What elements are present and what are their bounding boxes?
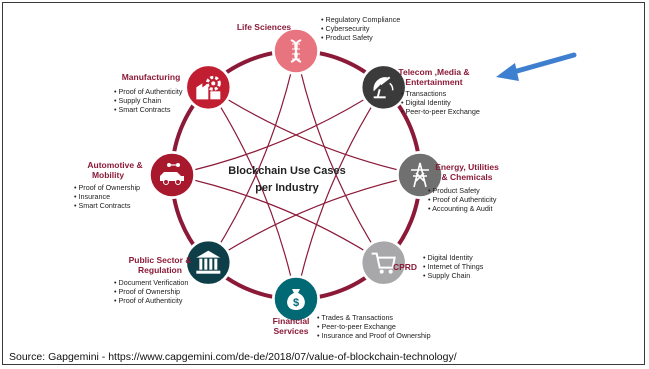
bullet: • Proof of Authenticity — [428, 195, 497, 204]
connector-line — [207, 50, 297, 264]
bullet: • Digital Identity — [401, 98, 451, 107]
svg-text:$: $ — [293, 297, 299, 309]
money-bag-icon: $ — [287, 289, 305, 310]
telecom-bullets: • Transactions • Digital Identity • Peer… — [401, 89, 480, 116]
connector-line — [171, 86, 385, 176]
bullet: • Insurance — [74, 192, 110, 201]
connector-line — [207, 86, 297, 300]
bullet: • Supply Chain — [114, 96, 161, 105]
bullet: • Regulatory Compliance — [321, 15, 400, 24]
node-circle — [397, 152, 443, 198]
dna-icon — [290, 39, 302, 63]
center-title-line-1: Blockchain Use Cases — [228, 165, 345, 177]
bullet: • Transactions — [401, 89, 447, 98]
bullet: • Proof of Ownership — [74, 183, 140, 192]
factory-gear-icon — [196, 75, 221, 100]
bullet: • Internet of Things — [423, 262, 484, 271]
bullet: • Proof of Authenticity — [114, 87, 183, 96]
node-circle — [185, 239, 232, 286]
energy-title-line-2: & Chemicals — [441, 172, 492, 182]
node-circle — [360, 239, 407, 286]
automotive-title-line-2: Mobility — [92, 170, 124, 180]
public-sector-bullets: • Document Verification • Proof of Owner… — [114, 278, 188, 305]
life-sciences-title: Life Sciences — [237, 22, 292, 32]
manufacturing-bullets: • Proof of Authenticity • Supply Chain •… — [114, 87, 183, 114]
cprd-node — [359, 238, 408, 287]
government-building-icon — [196, 250, 221, 274]
life-sciences-bullets: • Regulatory Compliance • Cybersecurity … — [321, 15, 400, 42]
shopping-cart-icon — [371, 252, 396, 274]
public-sector-title-line-2: Regulation — [138, 265, 182, 275]
connector-line — [171, 174, 385, 264]
telecom-title-line-2: Entertainment — [405, 77, 462, 87]
cprd-title: CPRD — [393, 262, 417, 272]
energy-bullets: • Product Safety • Proof of Authenticity… — [428, 186, 497, 213]
connector-lines — [171, 50, 421, 300]
connector-line — [207, 86, 421, 176]
telecom-node — [359, 63, 408, 112]
manufacturing-node — [184, 63, 233, 112]
financial-title-line-2: Services — [274, 326, 309, 336]
bullet: • Insurance and Proof of Ownership — [317, 331, 431, 340]
bullet: • Smart Contracts — [114, 105, 171, 114]
bullet: • Smart Contracts — [74, 201, 131, 210]
bullet: • Proof of Ownership — [114, 287, 180, 296]
bullet: • Product Safety — [428, 186, 480, 195]
energy-node — [396, 151, 444, 199]
manufacturing-title: Manufacturing — [122, 72, 181, 82]
public-sector-title-line-1: Public Sector & — [129, 255, 192, 265]
power-tower-icon — [411, 162, 429, 188]
financial-node: $ — [272, 275, 320, 323]
center-title-line-2: per Industry — [255, 182, 319, 194]
node-circle — [360, 64, 407, 111]
automotive-bullets: • Proof of Ownership • Insurance • Smart… — [74, 183, 140, 210]
bullet: • Peer-to-peer Exchange — [401, 107, 480, 116]
life-sciences-node — [272, 27, 320, 75]
financial-bullets: • Trades & Transactions • Peer-to-peer E… — [317, 313, 431, 340]
connector-line — [207, 174, 421, 264]
connector-line — [295, 86, 385, 300]
energy-title-line-1: Energy, Utilities — [435, 162, 499, 172]
automotive-title-line-1: Automotive & — [87, 160, 142, 170]
bullet: • Product Safety — [321, 33, 373, 42]
bullet: • Proof of Authenticity — [114, 296, 183, 305]
bullet: • Document Verification — [114, 278, 188, 287]
slide-border — [2, 2, 645, 365]
source-citation: Source: Gapgemini - https://www.capgemin… — [9, 351, 457, 363]
connector-line — [295, 50, 385, 264]
bullet: • Cybersecurity — [321, 24, 370, 33]
financial-title-line-1: Financial — [273, 316, 310, 326]
cprd-bullets: • Digital Identity • Internet of Things … — [423, 253, 484, 280]
bullet: • Digital Identity — [423, 253, 473, 262]
satellite-dish-icon — [373, 76, 394, 99]
public-sector-node — [184, 238, 233, 287]
automotive-node — [148, 151, 196, 199]
bullet: • Trades & Transactions — [317, 313, 393, 322]
telecom-title-line-1: Telecom ,Media & — [398, 67, 469, 77]
highlight-arrow-icon — [496, 52, 577, 81]
bullet: • Peer-to-peer Exchange — [317, 322, 396, 331]
bullet: • Accounting & Audit — [428, 204, 492, 213]
bullet: • Supply Chain — [423, 271, 470, 280]
connected-car-icon — [160, 163, 184, 185]
